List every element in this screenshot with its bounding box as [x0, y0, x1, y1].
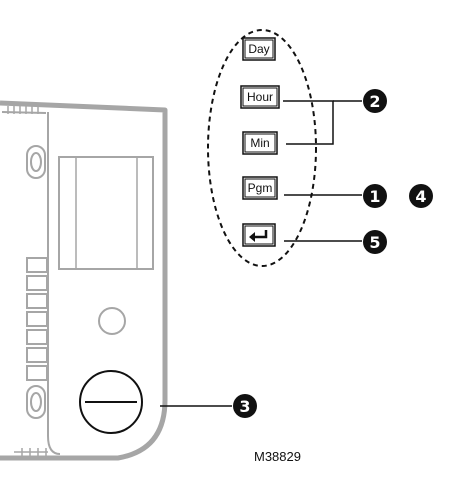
model-code: M38829 — [254, 449, 301, 464]
callout-3: 3 — [233, 394, 257, 418]
enter-button[interactable] — [242, 223, 276, 247]
hour-button[interactable]: Hour — [240, 85, 280, 109]
button-group-outline — [207, 29, 317, 267]
pgm-button[interactable]: Pgm — [242, 176, 278, 200]
min-button[interactable]: Min — [242, 131, 278, 155]
side-slot-top — [26, 145, 46, 179]
svg-text:5: 5 — [369, 233, 380, 252]
callout-2: 2 — [363, 89, 387, 113]
min-button-label: Min — [250, 136, 269, 150]
day-button-label: Day — [248, 42, 269, 56]
enter-arrow-icon — [249, 230, 268, 242]
leader-lines — [160, 100, 362, 407]
callout-1: 1 — [363, 184, 387, 208]
callout-4: 4 — [409, 184, 433, 208]
svg-text:3: 3 — [239, 397, 250, 416]
callout-5: 5 — [363, 230, 387, 254]
side-slot-bottom — [26, 385, 46, 419]
leader-hour-min — [283, 100, 334, 145]
thermostat-housing — [0, 100, 168, 461]
housing-outer-outline — [0, 100, 168, 461]
svg-text:4: 4 — [415, 187, 426, 206]
small-indicator-circle — [98, 307, 126, 335]
day-button[interactable]: Day — [242, 37, 276, 61]
svg-text:1: 1 — [369, 187, 380, 206]
display-window — [58, 156, 154, 270]
svg-text:2: 2 — [369, 92, 380, 111]
side-ribs — [26, 257, 48, 381]
slot-knob — [79, 370, 143, 434]
hour-button-label: Hour — [247, 90, 273, 104]
housing-inner-edge — [47, 112, 61, 455]
pgm-button-label: Pgm — [248, 181, 273, 195]
